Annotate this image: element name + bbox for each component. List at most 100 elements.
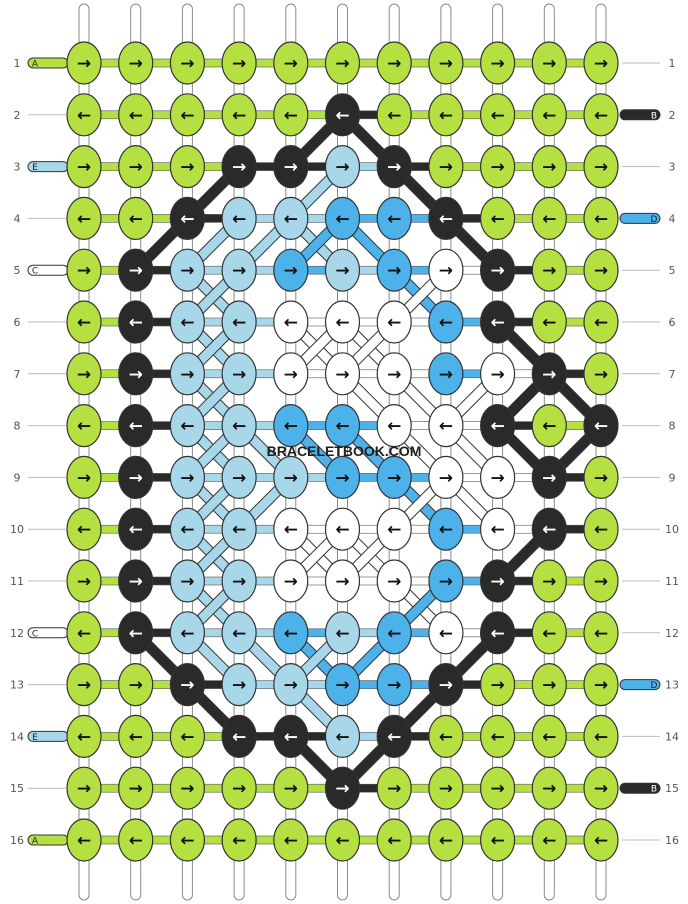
knot: ←: [376, 818, 412, 862]
arrow-left-icon: ←: [542, 727, 556, 747]
knot-shape: [273, 145, 309, 189]
knot-shape: [376, 352, 412, 396]
arrow-left-icon: ←: [335, 417, 349, 437]
arrow-left-icon: ←: [129, 313, 143, 333]
knot: →: [221, 662, 257, 707]
arrow-right-icon: →: [284, 779, 298, 799]
arrow-left-icon: ←: [77, 209, 91, 229]
knot: ←: [66, 196, 102, 240]
knot-shape: [583, 300, 619, 344]
knot-shape: [169, 248, 205, 292]
knot-shape: [169, 662, 205, 707]
knot-shape: [583, 714, 619, 759]
arrow-left-icon: ←: [439, 209, 453, 229]
vertical-strand: [492, 3, 504, 901]
arrow-right-icon: →: [542, 572, 556, 592]
knot-shape: [66, 714, 102, 759]
knot: ←: [221, 611, 257, 655]
knot: ←: [583, 93, 619, 137]
knot: →: [118, 352, 154, 396]
arrow-right-icon: →: [439, 676, 453, 696]
arrow-left-icon: ←: [129, 727, 143, 747]
arrow-right-icon: →: [490, 468, 504, 488]
knot-shape: [273, 455, 309, 499]
knot-shape: [169, 818, 205, 862]
knot: →: [428, 145, 464, 189]
knot-shape: [169, 404, 205, 448]
knot-shape: [376, 818, 412, 862]
arrow-right-icon: →: [129, 365, 143, 385]
arrow-right-icon: →: [439, 158, 453, 178]
row-number-left: 14: [10, 730, 24, 743]
knot: ←: [376, 404, 412, 448]
knot: ←: [66, 93, 102, 137]
knot: →: [273, 662, 309, 707]
arrow-right-icon: →: [387, 158, 401, 178]
knot-shape: [169, 455, 205, 499]
knot: →: [66, 352, 102, 396]
arrow-right-icon: →: [490, 572, 504, 592]
knot-shape: [118, 93, 154, 137]
arrow-left-icon: ←: [387, 831, 401, 851]
row-number-right: 10: [665, 523, 679, 536]
knot-shape: [531, 662, 567, 707]
arrow-right-icon: →: [77, 676, 91, 696]
right-string-label: B: [651, 785, 657, 795]
knot-shape: [66, 145, 102, 189]
knot-shape: [583, 93, 619, 137]
knot: ←: [531, 196, 567, 240]
knot: ←: [480, 404, 516, 448]
knot: →: [428, 352, 464, 396]
knot: ←: [221, 818, 257, 862]
arrow-left-icon: ←: [232, 831, 246, 851]
knot-shape: [324, 714, 361, 759]
knot-shape: [480, 404, 516, 448]
row-number-left: 3: [14, 161, 21, 174]
knot-shape: [531, 507, 567, 551]
knot: ←: [583, 714, 619, 759]
knot-shape: [118, 559, 154, 603]
knot-shape: [273, 300, 309, 344]
knot: →: [428, 766, 464, 810]
knot-shape: [428, 611, 464, 655]
knot: →: [169, 455, 205, 499]
arrow-left-icon: ←: [335, 209, 349, 229]
knot-shape: [531, 93, 567, 137]
arrow-right-icon: →: [490, 779, 504, 799]
arrow-left-icon: ←: [77, 727, 91, 747]
knot-shape: [428, 145, 464, 189]
arrow-left-icon: ←: [542, 417, 556, 437]
arrow-left-icon: ←: [129, 209, 143, 229]
arrow-right-icon: →: [542, 54, 556, 74]
row-number-left: 13: [10, 679, 24, 692]
knot: ←: [376, 300, 412, 344]
knot: →: [480, 352, 516, 396]
knot-shape: [531, 559, 567, 603]
knot: →: [531, 455, 567, 499]
knot-shape: [376, 145, 412, 189]
knot: →: [531, 662, 567, 707]
knot-shape: [480, 766, 516, 810]
knot-shape: [273, 559, 309, 603]
knot: ←: [324, 93, 361, 137]
knot: ←: [480, 714, 516, 759]
knot: ←: [531, 714, 567, 759]
vertical-strand: [78, 3, 90, 901]
left-string-label: A: [32, 60, 39, 70]
knot: →: [169, 352, 205, 396]
knot-shape: [480, 145, 516, 189]
arrow-right-icon: →: [129, 779, 143, 799]
right-string-tail: [619, 109, 661, 121]
knot-shape: [324, 196, 361, 240]
knot-shape: [66, 766, 102, 810]
knot: ←: [273, 93, 309, 137]
knot: ←: [428, 93, 464, 137]
arrow-left-icon: ←: [387, 106, 401, 126]
knot-shape: [428, 455, 464, 499]
arrow-left-icon: ←: [335, 106, 349, 126]
row-number-left: 6: [14, 316, 21, 329]
row-number-right: 7: [669, 368, 676, 381]
row-number-right: 12: [665, 627, 679, 640]
arrow-left-icon: ←: [284, 727, 298, 747]
